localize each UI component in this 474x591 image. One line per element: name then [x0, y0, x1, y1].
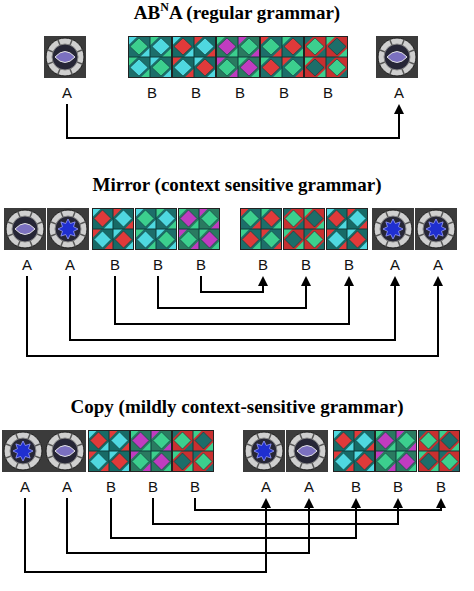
dependency-arrow	[27, 276, 443, 356]
dependency-arrow	[115, 276, 354, 324]
heading-text: AB	[134, 2, 160, 23]
pattern-tile	[178, 208, 220, 250]
symbol-tile: B	[92, 208, 138, 275]
tile-letter: A	[376, 84, 422, 101]
round-tile	[44, 430, 86, 472]
round-tile	[372, 208, 414, 250]
symbol-tile: B	[326, 208, 372, 275]
tile-letter: A	[372, 256, 418, 273]
tile-letter: B	[283, 256, 329, 273]
symbol-tile: A	[243, 430, 289, 497]
tile-letter: B	[130, 478, 176, 495]
tile-letter: B	[128, 84, 176, 101]
symbol-tile: A	[372, 208, 418, 275]
symbol-tile: A	[286, 430, 332, 497]
tile-letter: A	[47, 256, 93, 273]
dependency-arrow	[67, 498, 314, 553]
tile-letter: A	[2, 478, 48, 495]
pattern-tile	[172, 36, 216, 78]
symbol-tile: B	[172, 430, 218, 497]
pattern-tile	[130, 430, 172, 472]
tile-letter: B	[92, 256, 138, 273]
symbol-tile: B	[88, 430, 134, 497]
dependency-arrow	[67, 104, 404, 138]
heading-text: Copy (mildly context-sensitive grammar)	[71, 396, 404, 417]
symbol-tile: B	[128, 36, 176, 103]
pattern-tile	[216, 36, 260, 78]
round-tile	[286, 430, 328, 472]
tile-letter: B	[260, 84, 308, 101]
tile-letter: B	[304, 84, 352, 101]
round-tile	[415, 208, 457, 250]
symbol-tile: B	[283, 208, 329, 275]
superscript-text: N	[160, 0, 169, 14]
section-heading: Mirror (context sensitive grammar)	[0, 174, 474, 196]
symbol-tile: B	[216, 36, 264, 103]
round-tile	[47, 208, 89, 250]
symbol-tile: B	[304, 36, 352, 103]
heading-text: Mirror (context sensitive grammar)	[93, 174, 382, 195]
tile-letter: A	[243, 478, 289, 495]
tile-letter: A	[415, 256, 461, 273]
symbol-tile: B	[130, 430, 176, 497]
round-tile	[376, 36, 418, 78]
tile-letter: B	[135, 256, 181, 273]
round-tile	[243, 430, 285, 472]
pattern-tile	[92, 208, 134, 250]
section-heading: ABNA (regular grammar)	[0, 2, 474, 24]
dependency-arrow	[158, 276, 311, 308]
tile-letter: B	[375, 478, 421, 495]
tile-letter: B	[178, 256, 224, 273]
pattern-tile	[260, 36, 304, 78]
tile-letter: B	[216, 84, 264, 101]
tile-letter: A	[44, 84, 90, 101]
symbol-tile: B	[178, 208, 224, 275]
pattern-tile	[418, 430, 460, 472]
dependency-arrow	[70, 276, 400, 340]
symbol-tile: A	[415, 208, 461, 275]
round-tile	[2, 430, 44, 472]
tile-letter: B	[326, 256, 372, 273]
dependency-arrow	[195, 498, 446, 510]
symbol-tile: A	[44, 430, 90, 497]
round-tile	[44, 36, 86, 78]
tile-letter: A	[286, 478, 332, 495]
tile-letter: B	[172, 84, 220, 101]
dependency-arrow	[201, 276, 268, 292]
section-heading: Copy (mildly context-sensitive grammar)	[0, 396, 474, 418]
pattern-tile	[88, 430, 130, 472]
symbol-tile: B	[375, 430, 421, 497]
symbol-tile: B	[172, 36, 220, 103]
pattern-tile	[333, 430, 375, 472]
pattern-tile	[304, 36, 348, 78]
tile-letter: B	[88, 478, 134, 495]
symbol-tile: A	[47, 208, 93, 275]
tile-letter: B	[172, 478, 218, 495]
symbol-tile: B	[240, 208, 286, 275]
pattern-tile	[172, 430, 214, 472]
symbol-tile: A	[376, 36, 422, 103]
symbol-tile: B	[135, 208, 181, 275]
pattern-tile	[375, 430, 417, 472]
symbol-tile: A	[44, 36, 90, 103]
round-tile	[4, 208, 46, 250]
symbol-tile: A	[2, 430, 48, 497]
tile-letter: B	[333, 478, 379, 495]
tile-letter: A	[4, 256, 50, 273]
tile-letter: A	[44, 478, 90, 495]
pattern-tile	[128, 36, 172, 78]
dependency-arrow	[111, 498, 361, 538]
heading-text: A (regular grammar)	[169, 2, 340, 23]
pattern-tile	[135, 208, 177, 250]
symbol-tile: B	[418, 430, 464, 497]
pattern-tile	[283, 208, 325, 250]
symbol-tile: B	[260, 36, 308, 103]
symbol-tile: B	[333, 430, 379, 497]
pattern-tile	[240, 208, 282, 250]
tile-letter: B	[240, 256, 286, 273]
pattern-tile	[326, 208, 368, 250]
tile-letter: B	[418, 478, 464, 495]
symbol-tile: A	[4, 208, 50, 275]
